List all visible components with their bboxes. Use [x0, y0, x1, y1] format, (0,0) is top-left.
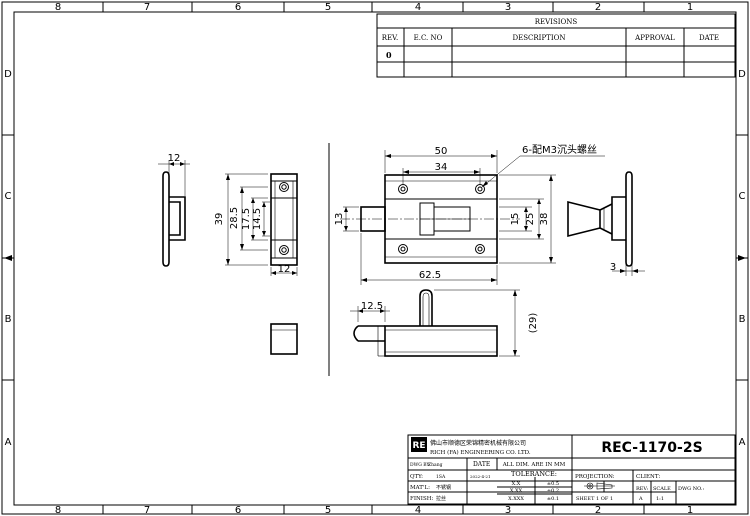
center-arrow-right: [738, 255, 746, 261]
dim-front-height: 39: [214, 213, 225, 226]
col-label: 8: [55, 505, 61, 516]
dim-handle-offset: 12.5: [361, 301, 383, 312]
row-label: B: [739, 314, 746, 325]
title-block: RE 佛山市顺德区荣锦精密机械有限公司 RICH (FA) ENGINEERIN…: [407, 434, 736, 505]
drawing-number: REC-1170-2S: [601, 440, 702, 456]
sheet-label: SHEET 1 OF 1: [576, 496, 613, 502]
tolerance-label: TOLERANCE:: [511, 470, 557, 478]
dim-handle-height: (29): [528, 313, 539, 334]
inner-frame: [13, 11, 737, 506]
col-label: 1: [687, 505, 693, 516]
material-label: MAT'L:: [410, 485, 430, 491]
center-arrow-left: [4, 255, 12, 261]
screw-note: 6-配M3沉头螺丝: [522, 143, 597, 156]
client-label: CLIENT:: [636, 474, 660, 480]
company-logo: [411, 437, 427, 452]
tol-fmt-3: X.XXX: [508, 496, 524, 502]
col-label: 4: [415, 505, 421, 516]
row-label: A: [739, 437, 746, 448]
scale-value: 1:1: [656, 496, 664, 502]
col-label: 2: [595, 505, 601, 516]
dim-bolt-dia: 13: [334, 213, 345, 226]
front-view: 39 28.5 17.5 14.5 12: [214, 173, 298, 276]
description-col-header: DESCRIPTION: [513, 34, 566, 42]
dwg-by-value: Zhang: [428, 462, 443, 468]
date-col-header: DATE: [699, 34, 719, 42]
company-name-cn: 佛山市顺德区荣锦精密机械有限公司: [430, 439, 526, 447]
side-view: 12: [158, 153, 190, 267]
row-label: D: [738, 69, 746, 80]
dim-side-width: 12: [168, 153, 181, 164]
dim-front-bottom: 12: [278, 264, 291, 275]
row-label: A: [5, 437, 12, 448]
rev-label: REV:: [636, 486, 649, 492]
col-label: 1: [687, 2, 693, 13]
row-label: D: [4, 69, 12, 80]
tol-val-2: ±0.2: [547, 488, 559, 494]
col-label: 7: [144, 2, 150, 13]
dim-front-d3: 14.5: [252, 208, 263, 230]
col-label: 4: [415, 2, 421, 13]
all-dim-label: ALL DIM. ARE IN MM: [502, 462, 566, 468]
border-column-labels-top: 8 7 6 5 4 3 2 1: [55, 2, 693, 13]
rev-value: A: [638, 496, 643, 502]
side-elevation-view: 12.5 (29): [350, 289, 539, 357]
ecno-col-header: E.C. NO: [414, 34, 443, 42]
projection-symbol-icon: [584, 482, 615, 490]
material-value: 不锈钢: [436, 484, 451, 491]
tol-val-3: ±0.1: [547, 496, 559, 502]
qty-value: 1SA: [436, 474, 446, 480]
row-label: C: [739, 191, 746, 202]
border-row-labels: D C B A D C B A: [4, 69, 746, 448]
approval-col-header: APPROVAL: [634, 34, 675, 42]
projection-label: PROJECTION:: [575, 474, 615, 480]
col-label: 6: [235, 505, 241, 516]
dim-38: 38: [539, 213, 550, 226]
dim-25: 25: [525, 213, 536, 226]
tol-fmt-1: X.X: [512, 481, 521, 487]
row-label: C: [5, 191, 12, 202]
row-label: B: [5, 314, 12, 325]
company-name-en: RICH (FA) ENGINEERING CO. LTD.: [430, 449, 531, 456]
revisions-table: REVISIONS REV. E.C. NO DESCRIPTION APPRO…: [376, 13, 736, 78]
dim-front-d2: 17.5: [241, 208, 252, 230]
col-label: 6: [235, 2, 241, 13]
dim-total-length: 62.5: [419, 270, 441, 281]
dwg-by-label: DWG BY:: [410, 462, 431, 468]
finish-value: 拉丝: [436, 495, 446, 502]
dim-end-thickness: 3: [610, 262, 616, 273]
dim-15: 15: [510, 213, 521, 226]
dim-top-width: 50: [435, 146, 448, 157]
qty-label: QTY:: [410, 474, 423, 480]
revisions-title: REVISIONS: [535, 18, 578, 26]
date-label: DATE: [473, 461, 490, 468]
date-value: 2022-4-21: [470, 474, 491, 479]
dwgno-label: DWG NO.:: [678, 486, 705, 492]
tol-val-1: ±0.5: [547, 481, 559, 487]
rev-col-header: REV.: [382, 34, 398, 42]
dim-hole-spacing: 34: [435, 162, 448, 173]
small-block-view: [270, 323, 298, 355]
finish-label: FINISH:: [410, 496, 434, 502]
col-label: 3: [505, 505, 511, 516]
logo-text: RE: [412, 441, 425, 451]
scale-label: SCALE: [653, 486, 671, 492]
main-view: 50 34 62.5 13 15 25 38: [334, 143, 605, 285]
col-label: 5: [325, 2, 331, 13]
end-view: 3: [567, 171, 645, 276]
dim-front-d1: 28.5: [229, 207, 240, 229]
border-column-labels-bottom: 8 7 6 5 4 3 2 1: [55, 505, 693, 516]
rev-value: 0: [386, 50, 392, 60]
col-label: 3: [505, 2, 511, 13]
tol-fmt-2: X.XX: [510, 488, 523, 494]
col-label: 2: [595, 2, 601, 13]
col-label: 5: [325, 505, 331, 516]
col-label: 8: [55, 2, 61, 13]
col-label: 7: [144, 505, 150, 516]
